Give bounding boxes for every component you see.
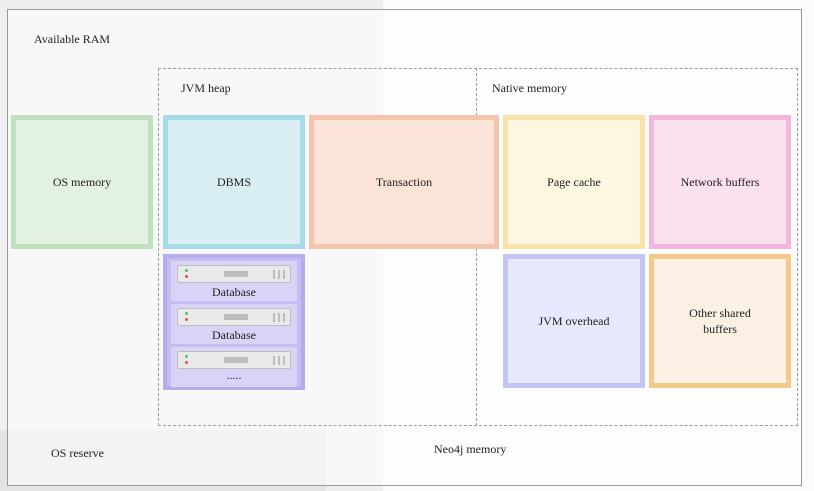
- transaction-label: Transaction: [375, 175, 433, 189]
- transaction-box: Transaction: [309, 115, 499, 249]
- dbms-label: DBMS: [216, 175, 251, 189]
- os-reserve-label: OS reserve: [51, 446, 104, 460]
- network-buffers-box: Network buffers: [649, 115, 791, 249]
- os-memory-box: OS memory: [11, 115, 153, 249]
- database-stack: Database Database .....: [163, 254, 305, 390]
- dbms-box: DBMS: [163, 115, 305, 249]
- page-cache-label: Page cache: [547, 175, 601, 189]
- database-item: Database: [171, 261, 297, 301]
- available-ram-label: Available RAM: [34, 32, 111, 46]
- native-memory-label: Native memory: [492, 81, 567, 95]
- network-buffers-label: Network buffers: [680, 175, 760, 189]
- jvm-heap-label: JVM heap: [181, 81, 231, 95]
- server-icon: [177, 265, 291, 283]
- server-icon: [177, 351, 291, 369]
- jvm-overhead-label: JVM overhead: [538, 314, 610, 328]
- neo4j-memory-label: Neo4j memory: [434, 442, 507, 456]
- database-label: Database: [212, 285, 256, 299]
- neo4j-memory-region: [158, 68, 798, 426]
- database-more-label: .....: [226, 368, 242, 382]
- database-item: .....: [171, 347, 297, 387]
- page-cache-box: Page cache: [503, 115, 645, 249]
- os-memory-label: OS memory: [52, 175, 112, 189]
- database-item: Database: [171, 304, 297, 344]
- jvm-overhead-box: JVM overhead: [503, 254, 645, 388]
- other-shared-buffers-label: Other shared buffers: [689, 306, 751, 336]
- server-icon: [177, 308, 291, 326]
- database-label: Database: [212, 328, 256, 342]
- other-shared-buffers-box: Other shared buffers: [649, 254, 791, 388]
